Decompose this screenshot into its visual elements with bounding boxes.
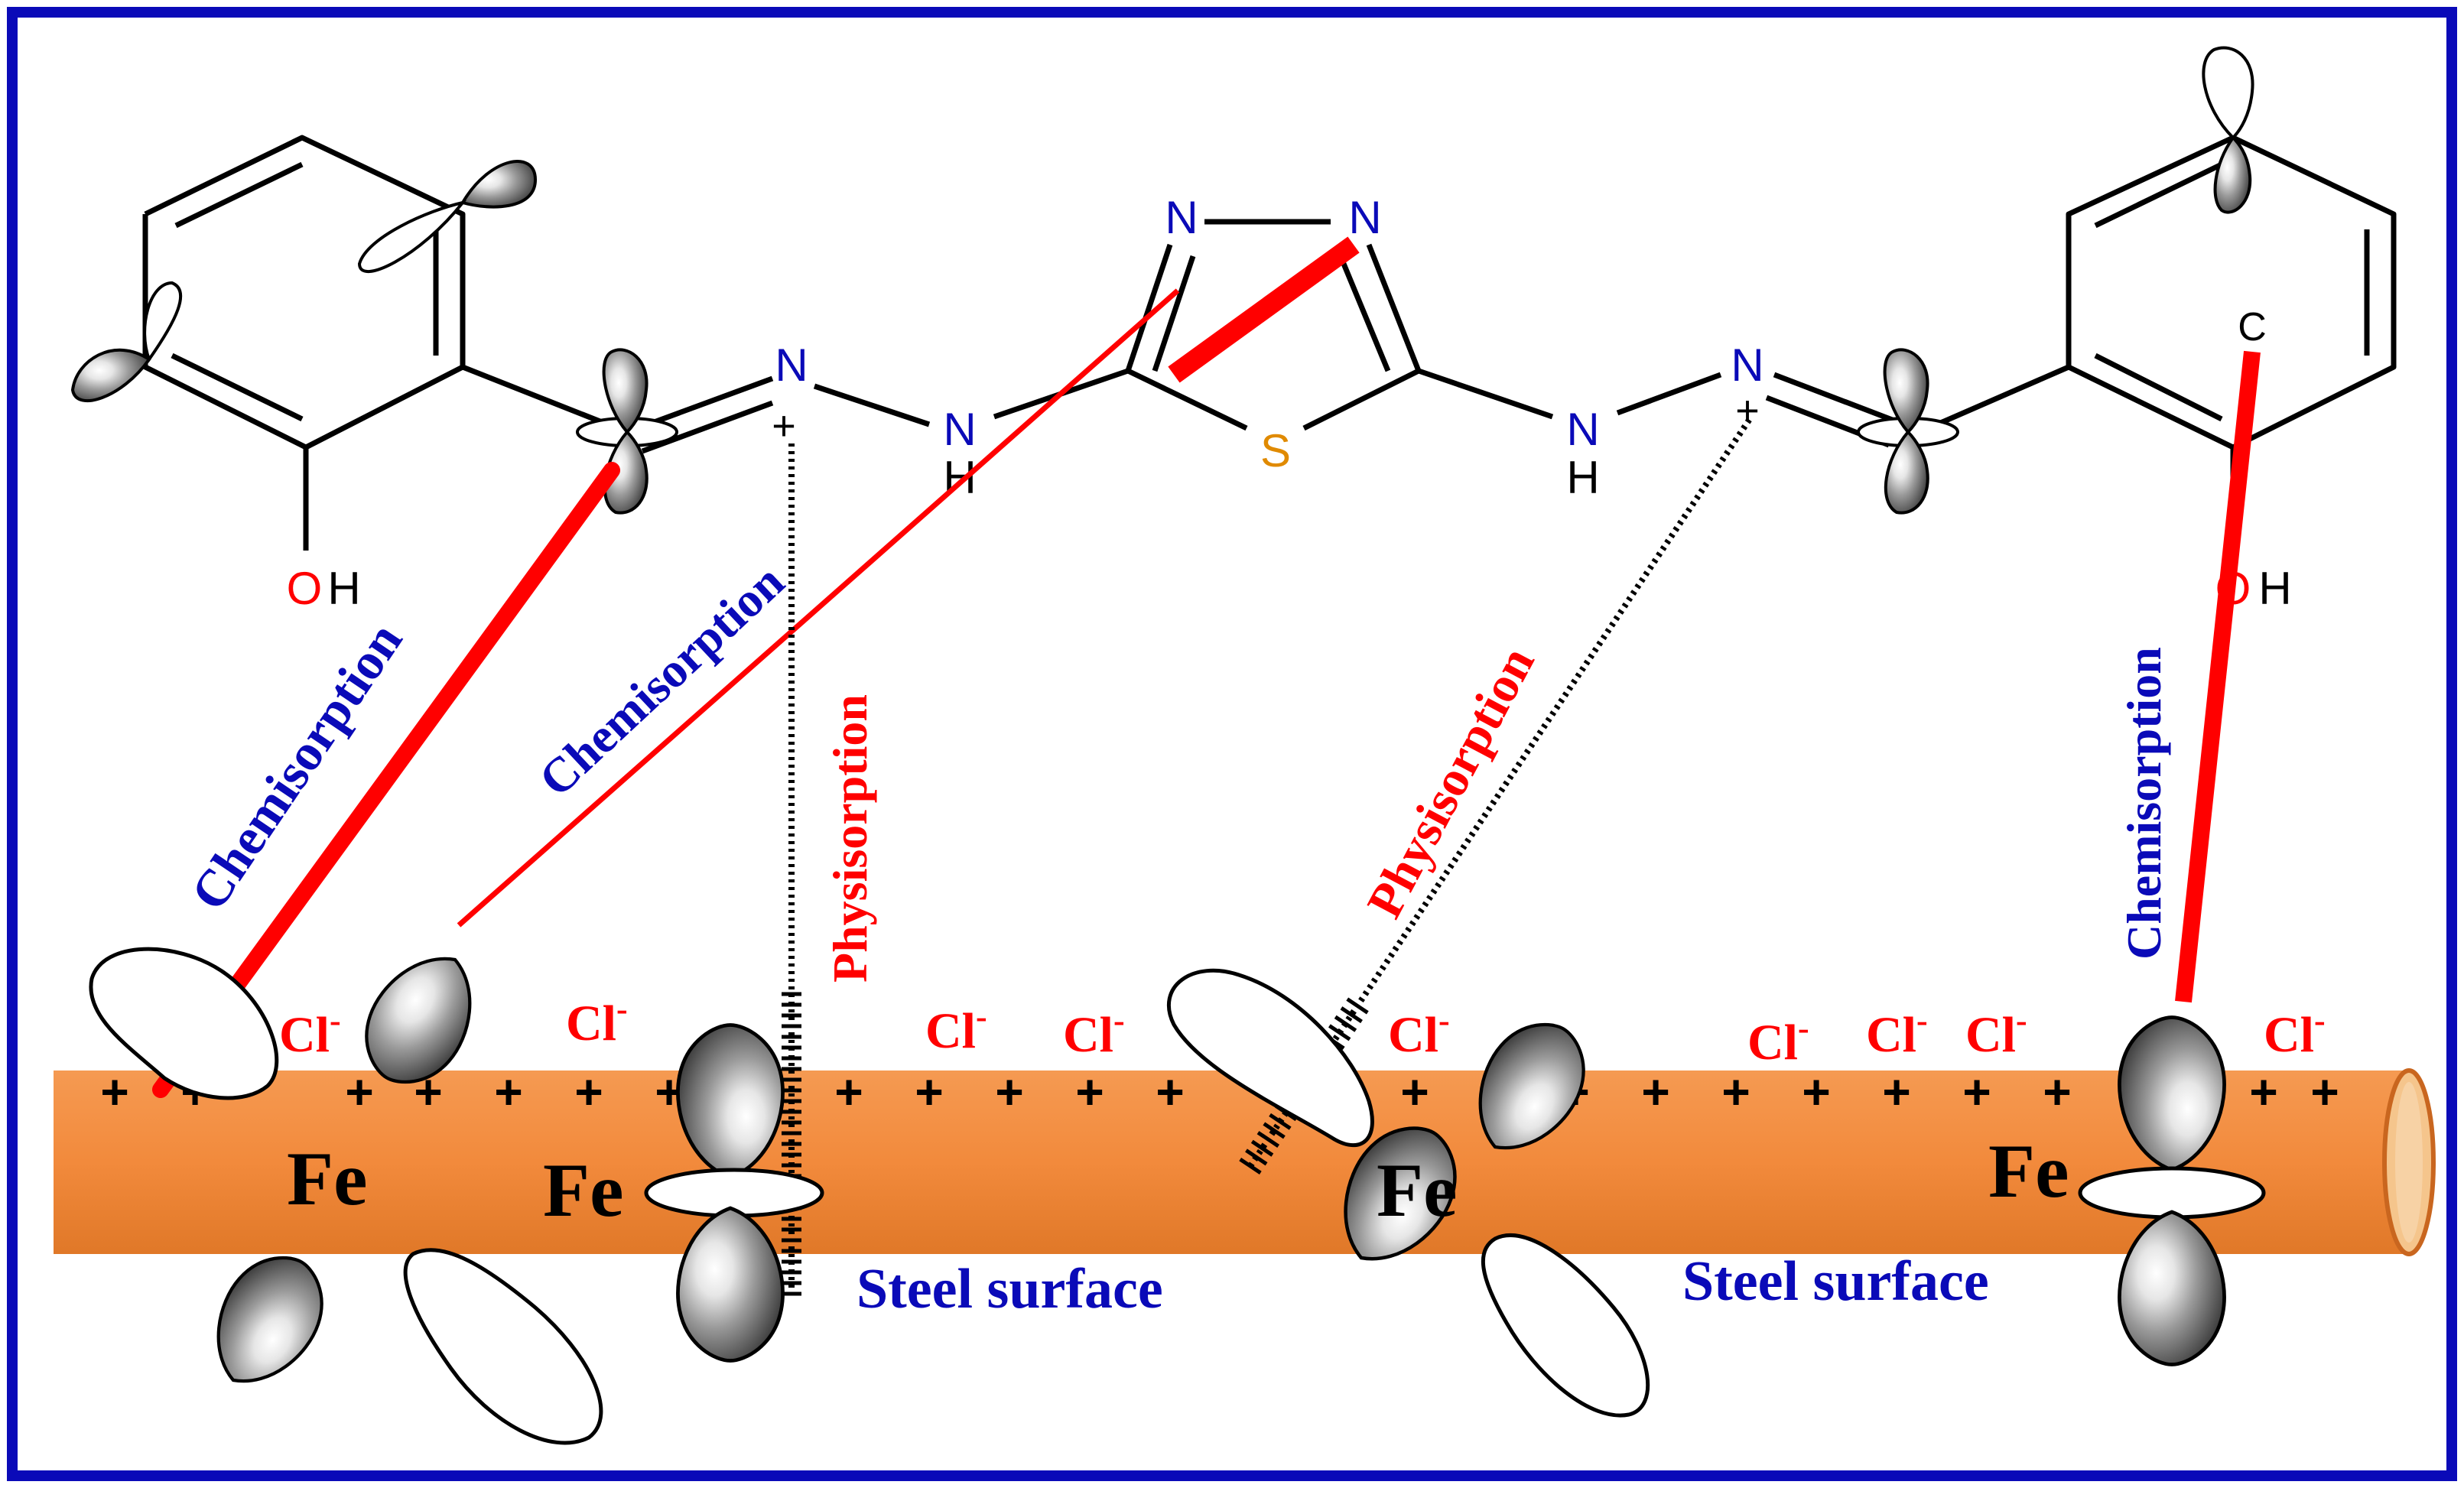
surface-plus-charge: + (1721, 1064, 1750, 1119)
label-steel-surface-1: Steel surface (857, 1258, 1163, 1321)
steel-surface-bar (54, 1068, 2436, 1256)
atom-n-amine-left: N (943, 404, 976, 455)
chloride-ions: Cl-Cl-Cl-Cl-Cl-Cl-Cl-Cl-Cl- (279, 990, 2326, 1071)
thiadiazole-ring (1125, 219, 1422, 431)
surface-plus-charge: + (1641, 1064, 1669, 1119)
atom-c-right-ring: C (2238, 305, 2267, 349)
label-physisorption-1: Physisorption (823, 694, 877, 983)
atom-h-left-oh: H (327, 563, 360, 614)
surface-plus-charge: + (494, 1064, 522, 1119)
orbital-fe1-white-top (89, 947, 279, 1100)
orbital-fe3-white-top (1167, 968, 1374, 1148)
atom-n-amine-right: N (1566, 404, 1599, 455)
atom-n-ring-1: N (1165, 192, 1198, 243)
chem-line-right (2175, 350, 2261, 1003)
chem-line-thiadiazole (1168, 236, 1360, 383)
orbital-fe4-white-ring (2078, 1166, 2266, 1220)
label-fe-4: Fe (1988, 1129, 2069, 1213)
p-orbital-ch-left (576, 348, 678, 515)
atom-o-left: O (287, 563, 323, 614)
molecule-p-orbitals (70, 46, 2254, 515)
surface-plus-charge: + (1156, 1064, 1184, 1119)
p-orbital-right-ring-top (2202, 46, 2254, 214)
atom-n-imine-right: N (1731, 340, 1763, 391)
label-fe-2: Fe (543, 1148, 623, 1233)
atom-h-right-oh: H (2258, 563, 2291, 614)
plus-charge-left-n: + (772, 403, 796, 449)
surface-plus-charge: + (1075, 1064, 1104, 1119)
surface-orbitals (89, 936, 2266, 1445)
surface-plus-charge: + (1802, 1064, 1830, 1119)
surface-plus-charge: + (100, 1064, 128, 1119)
surface-plus-charge: + (834, 1064, 863, 1119)
phys-line-diagonal (1247, 414, 1754, 1168)
surface-plus-charge: + (995, 1064, 1023, 1119)
orbital-fe1-white-bottom (403, 1248, 603, 1445)
surface-plus-charge: + (2310, 1064, 2339, 1119)
surface-plus-charge: + (574, 1064, 603, 1119)
chem-line-thin (457, 288, 1180, 928)
label-fe-1: Fe (287, 1136, 367, 1221)
atom-s-ring: S (1260, 425, 1291, 476)
frame-border (7, 7, 2457, 1481)
surface-plus-charge: + (1962, 1064, 1991, 1119)
p-orbital-left-ring-left (70, 281, 183, 403)
orbital-fe3-white-bottom (1481, 1233, 1650, 1418)
p-orbital-ch-right (1857, 348, 1959, 515)
surface-plus-charge: + (915, 1064, 943, 1119)
label-fe-3: Fe (1377, 1148, 1457, 1233)
p-orbital-left-ring-top (357, 160, 538, 273)
atom-n-imine-left: N (775, 340, 808, 391)
plus-charge-right-n: + (1735, 388, 1760, 434)
hatch-vertical (782, 992, 801, 1296)
atom-h-amine-right: H (1566, 452, 1599, 503)
atom-n-ring-2: N (1348, 192, 1381, 243)
label-chemisorption-3: Chemisorption (2117, 647, 2171, 960)
label-steel-surface-2: Steel surface (1682, 1250, 1989, 1313)
surface-plus-charge: + (2043, 1064, 2071, 1119)
surface-plus-charge: + (1400, 1064, 1429, 1119)
surface-plus-charge: + (1882, 1064, 1910, 1119)
surface-plus-charge: + (345, 1064, 373, 1119)
surface-plus-charge: + (2249, 1064, 2277, 1119)
